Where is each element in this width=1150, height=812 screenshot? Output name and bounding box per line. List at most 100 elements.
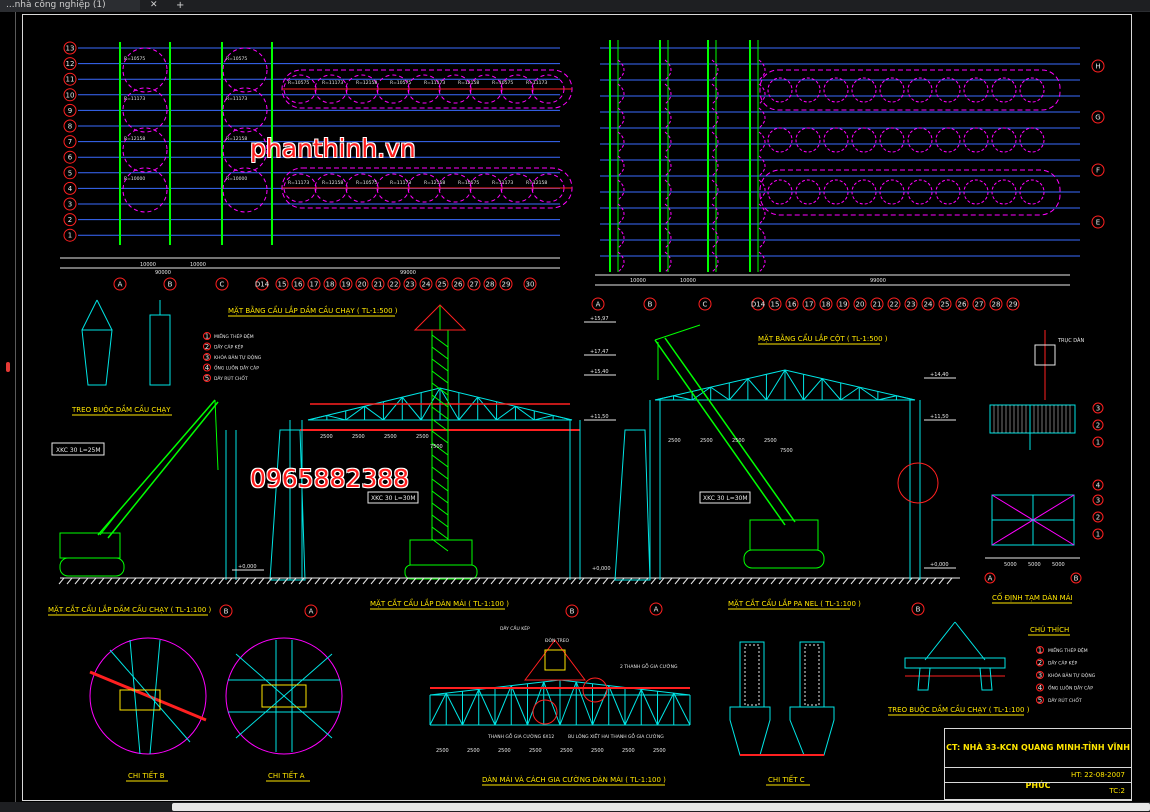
svg-text:24: 24 <box>422 281 431 289</box>
detail-b-title: CHI TIẾT B <box>128 770 165 780</box>
svg-text:21: 21 <box>374 281 383 289</box>
truss-web <box>496 405 516 421</box>
axis-bubble: 24 <box>419 277 433 291</box>
ground-hatch <box>770 577 777 585</box>
ground-hatch <box>722 577 729 585</box>
radius-label: R=12158 <box>424 180 445 186</box>
note-item: KHÓA BẢN TỰ ĐỘNG <box>1048 671 1096 679</box>
row-bubble: 1 <box>63 228 77 242</box>
dim-text: 10000 <box>190 262 206 268</box>
crane-radius-arc <box>617 179 625 201</box>
elevation-label: +15,40 <box>590 369 609 375</box>
ground-hatch <box>522 577 529 585</box>
dim-text: 5000 <box>1028 562 1041 568</box>
lattice <box>431 466 449 480</box>
axis-bubble: C <box>698 297 712 311</box>
ground-hatch <box>538 577 545 585</box>
ground-hatch <box>474 577 481 585</box>
crane-radius-arc <box>907 77 933 103</box>
truss-web <box>326 414 346 421</box>
svg-text:A: A <box>654 606 659 614</box>
truss-web <box>477 396 497 421</box>
svg-text:G: G <box>1095 114 1100 122</box>
radius-label: R=10575 <box>492 80 513 86</box>
legend-item: MIẾNG THÉP ĐỆM <box>214 332 254 340</box>
truss-web <box>478 689 496 726</box>
ground-hatch <box>58 577 65 585</box>
close-tab-icon[interactable]: ✕ <box>150 0 158 10</box>
svg-text:B: B <box>648 301 653 309</box>
dim-text: 2500 <box>384 434 397 440</box>
ground-hatch <box>666 577 673 585</box>
lattice <box>431 394 449 408</box>
new-tab-icon[interactable]: + <box>176 0 185 11</box>
crane-radius-arc <box>935 77 961 103</box>
ground-hatch <box>754 577 761 585</box>
crane-radius-arc <box>795 127 821 153</box>
dim-text: 2500 <box>732 438 745 444</box>
ground-hatch <box>378 577 385 585</box>
lattice <box>431 514 449 528</box>
crane-radius-arc <box>1019 179 1045 205</box>
ground-hatch <box>402 577 409 585</box>
crane-radius-arc <box>617 203 625 225</box>
svg-text:4: 4 <box>68 185 73 193</box>
svg-text:1: 1 <box>1096 531 1100 539</box>
row-bubble: 11 <box>63 72 77 86</box>
svg-text:27: 27 <box>470 281 479 289</box>
note-item: MIẾNG THÉP ĐỆM <box>1048 646 1088 654</box>
ground-hatch <box>162 577 169 585</box>
crane-left <box>59 399 219 577</box>
crane-radius-arc <box>664 203 672 225</box>
crane-radius-arc <box>758 227 766 249</box>
row-bubble: 4 <box>63 181 77 195</box>
svg-text:A: A <box>596 301 601 309</box>
svg-text:18: 18 <box>822 301 831 309</box>
dim-text: 5000 <box>1004 562 1017 568</box>
legend-bubble: 3 <box>203 353 211 362</box>
dim-text: 99000 <box>400 270 416 276</box>
truss-web <box>458 396 479 421</box>
ground-hatch <box>698 577 705 585</box>
legend-item: KHÓA BẢN TỰ ĐỘNG <box>214 353 262 361</box>
row-bubble: H <box>1091 59 1105 73</box>
ground-hatch <box>250 577 257 585</box>
svg-text:1: 1 <box>1096 439 1100 447</box>
svg-text:19: 19 <box>839 301 848 309</box>
crane-tag-2: XKC 30 L=30M <box>371 495 416 502</box>
svg-text:3: 3 <box>1096 405 1100 413</box>
ground-hatch <box>730 577 737 585</box>
crane-radius-arc <box>851 127 877 153</box>
dim-text: 2500 <box>668 438 681 444</box>
beam-plan <box>60 42 573 269</box>
ground-hatch <box>290 577 297 585</box>
svg-text:23: 23 <box>406 281 415 289</box>
detail-a-title: CHI TIẾT A <box>268 770 305 780</box>
svg-text:5: 5 <box>205 375 209 383</box>
elevation-label: +15,97 <box>590 316 609 322</box>
dim-text: 2500 <box>320 434 333 440</box>
truss-web <box>575 681 593 726</box>
ground-hatch <box>410 577 417 585</box>
ground-hatch <box>938 577 945 585</box>
svg-text:20: 20 <box>358 281 367 289</box>
crane-radius-arc <box>711 251 719 273</box>
note-label: THANH GỖ GIA CƯỜNG 6X12 <box>487 732 554 740</box>
axis-bubble: 26 <box>451 277 465 291</box>
crane-radius-arc <box>617 131 625 153</box>
crane-radius-arc <box>664 227 672 249</box>
ground-hatch <box>386 577 393 585</box>
ground-hatch <box>746 577 753 585</box>
axis-bubble: D14 <box>751 297 766 311</box>
ground-hatch <box>946 577 953 585</box>
svg-text:B: B <box>916 606 921 614</box>
document-tab[interactable]: ...nhà công nghiệp (1) <box>0 0 140 11</box>
scrollbar-thumb[interactable] <box>172 803 1150 811</box>
ground-hatch <box>786 577 793 585</box>
svg-text:26: 26 <box>454 281 463 289</box>
crane-radius-arc <box>664 131 672 153</box>
dim-text: 5000 <box>1052 562 1065 568</box>
svg-text:28: 28 <box>486 281 495 289</box>
svg-text:3: 3 <box>205 354 209 362</box>
svg-text:17: 17 <box>805 301 814 309</box>
